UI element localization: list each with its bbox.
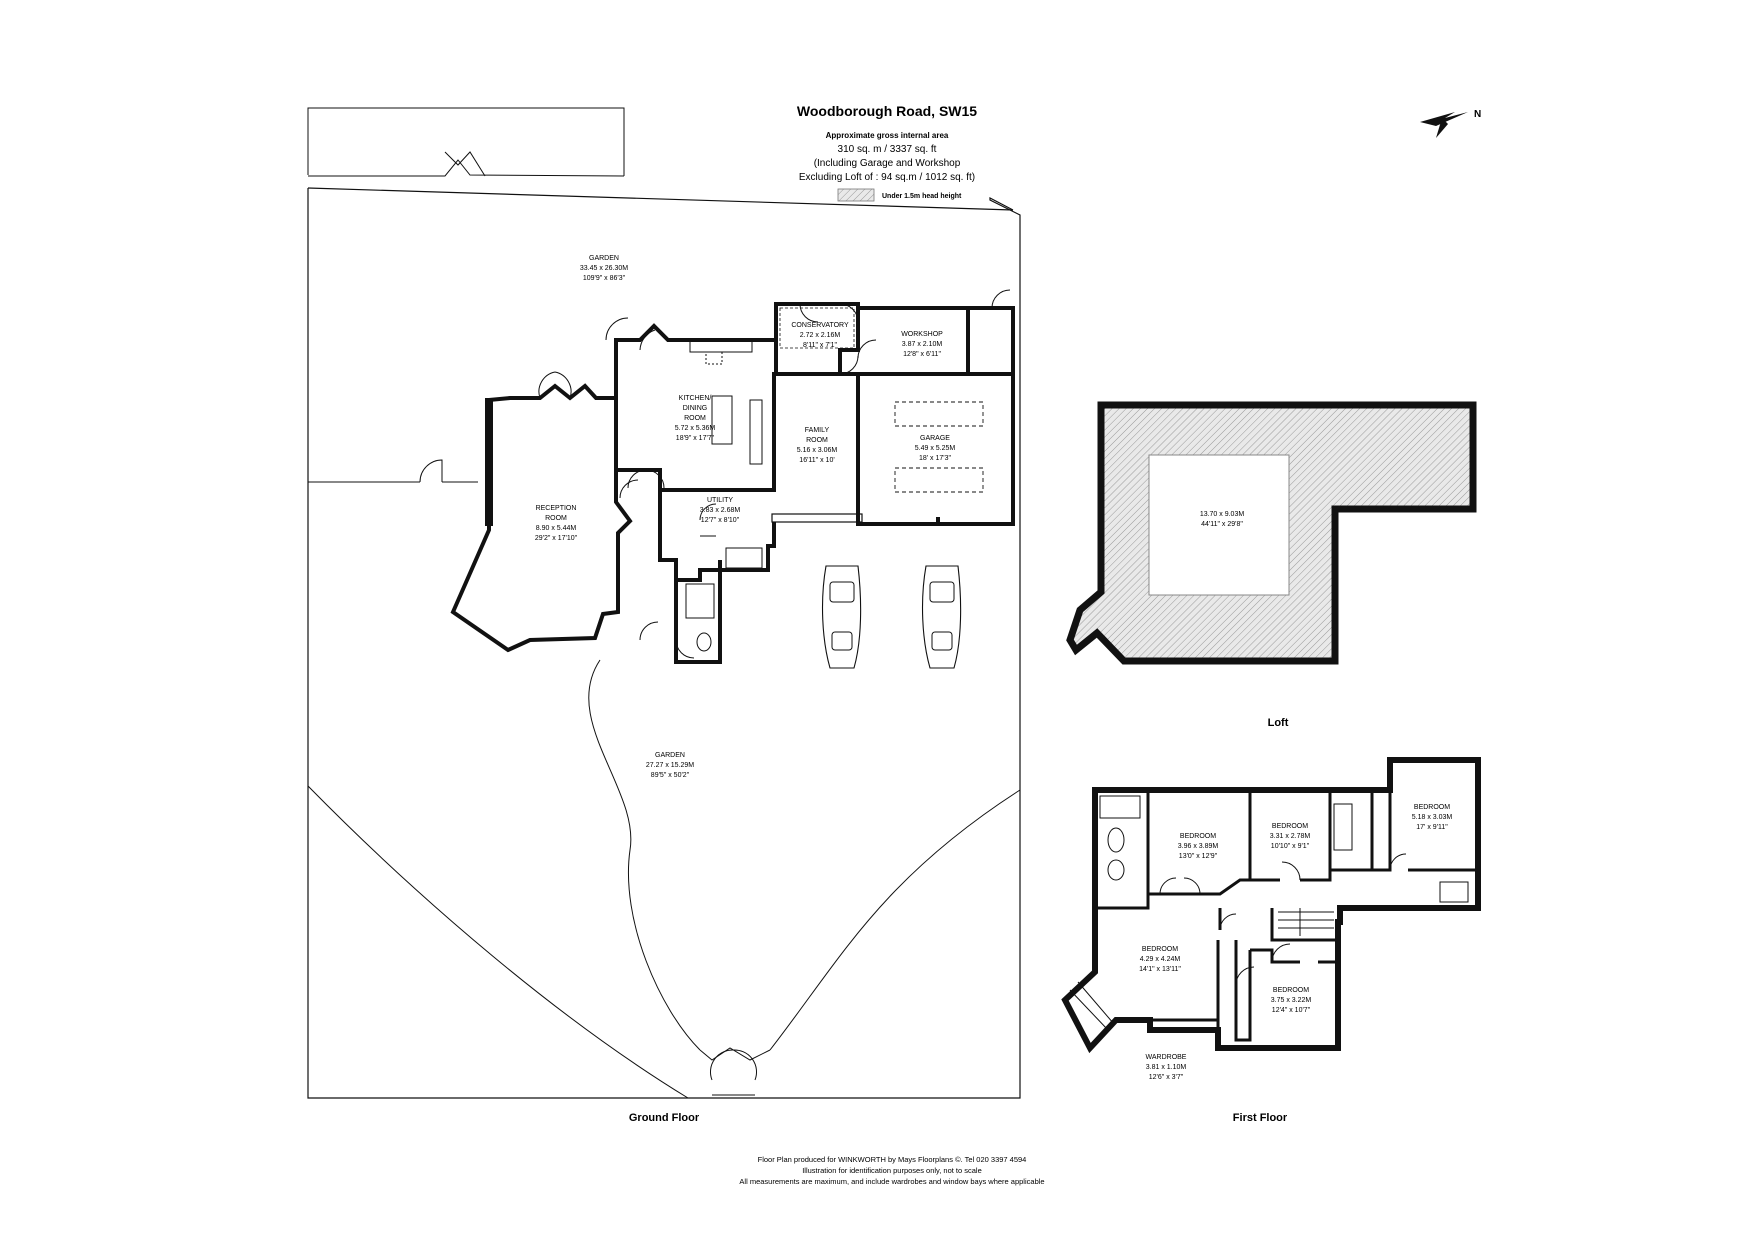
svg-text:KITCHEN/: KITCHEN/ <box>679 395 712 402</box>
plan-title: Woodborough Road, SW15 <box>797 103 977 119</box>
svg-text:8.90 x 5.44M: 8.90 x 5.44M <box>536 525 577 532</box>
svg-text:2.72 x 2.16M: 2.72 x 2.16M <box>800 332 841 339</box>
svg-text:ROOM: ROOM <box>684 415 706 422</box>
footer-line-2: Illustration for identification purposes… <box>802 1166 982 1175</box>
svg-text:27.27 x 15.29M: 27.27 x 15.29M <box>646 762 694 769</box>
svg-text:16'11" x 10': 16'11" x 10' <box>799 457 834 464</box>
svg-text:BEDROOM: BEDROOM <box>1273 987 1309 994</box>
loft-plan: 13.70 x 9.03M 44'11" x 29'8" <box>1066 401 1477 665</box>
svg-text:89'5" x 50'2": 89'5" x 50'2" <box>651 772 690 779</box>
room-label-bedroom-4: BEDROOM 4.29 x 4.24M 14'1" x 13'11" <box>1139 946 1181 973</box>
room-label-bedroom-1: BEDROOM 3.96 x 3.89M 13'0" x 12'9" <box>1178 833 1219 860</box>
area-subtitle: Approximate gross internal area <box>826 131 949 140</box>
hatch-key-label: Under 1.5m head height <box>882 193 962 200</box>
svg-text:GARAGE: GARAGE <box>920 435 950 442</box>
svg-text:12'4" x 10'7": 12'4" x 10'7" <box>1272 1007 1311 1014</box>
room-label-wardrobe: WARDROBE 3.81 x 1.10M 12'6" x 3'7" <box>1146 1054 1187 1081</box>
ground-floor-label: Ground Floor <box>629 1112 700 1124</box>
loft-label: Loft <box>1268 717 1289 729</box>
room-label-reception-room: RECEPTION ROOM 8.90 x 5.44M 29'2" x 17'1… <box>535 505 578 542</box>
room-label-garden-front: GARDEN 27.27 x 15.29M 89'5" x 50'2" <box>646 752 694 779</box>
svg-text:BEDROOM: BEDROOM <box>1180 833 1216 840</box>
footer-line-1: Floor Plan produced for WINKWORTH by May… <box>758 1155 1027 1164</box>
footer-line-3: All measurements are maximum, and includ… <box>739 1177 1044 1186</box>
room-label-bedroom-3: BEDROOM 5.18 x 3.03M 17' x 9'11" <box>1412 804 1453 831</box>
room-label-kitchen-dining: KITCHEN/ DINING ROOM 5.72 x 5.36M 18'9" … <box>675 395 716 442</box>
loft-size-metric: 13.70 x 9.03M <box>1200 511 1245 518</box>
svg-text:WORKSHOP: WORKSHOP <box>901 331 943 338</box>
svg-text:BEDROOM: BEDROOM <box>1142 946 1178 953</box>
hatch-key-swatch <box>837 188 875 202</box>
svg-text:18'9" x 17'7": 18'9" x 17'7" <box>676 435 715 442</box>
svg-text:4.29 x 4.24M: 4.29 x 4.24M <box>1140 956 1181 963</box>
first-floor-label: First Floor <box>1233 1112 1288 1124</box>
svg-text:29'2" x 17'10": 29'2" x 17'10" <box>535 535 578 542</box>
first-floor-labels: BEDROOM 3.96 x 3.89M 13'0" x 12'9" BEDRO… <box>1139 804 1452 1081</box>
svg-text:GARDEN: GARDEN <box>655 752 685 759</box>
svg-text:3.81 x 1.10M: 3.81 x 1.10M <box>1146 1064 1187 1071</box>
svg-text:5.49 x 5.25M: 5.49 x 5.25M <box>915 445 956 452</box>
svg-text:BEDROOM: BEDROOM <box>1414 804 1450 811</box>
room-label-garden-rear: GARDEN 33.45 x 26.30M 109'9" x 86'3" <box>580 255 628 282</box>
svg-text:WARDROBE: WARDROBE <box>1146 1054 1187 1061</box>
svg-text:BEDROOM: BEDROOM <box>1272 823 1308 830</box>
car-icon <box>921 565 962 669</box>
svg-text:14'1" x 13'11": 14'1" x 13'11" <box>1139 966 1181 973</box>
svg-text:3.83 x 2.68M: 3.83 x 2.68M <box>700 507 741 514</box>
room-label-workshop: WORKSHOP 3.87 x 2.10M 12'8" x 6'11" <box>901 331 943 358</box>
first-floor-plan <box>1061 757 1481 1054</box>
svg-text:18' x 17'3": 18' x 17'3" <box>919 455 952 462</box>
room-label-bedroom-5: BEDROOM 3.75 x 3.22M 12'4" x 10'7" <box>1271 987 1312 1014</box>
room-label-bedroom-2: BEDROOM 3.31 x 2.78M 10'10" x 9'1" <box>1270 823 1311 850</box>
svg-text:12'7" x 8'10": 12'7" x 8'10" <box>701 517 740 524</box>
car-icon <box>821 565 862 669</box>
svg-text:DINING: DINING <box>683 405 708 412</box>
area-line-2: (Including Garage and Workshop <box>814 158 961 169</box>
svg-text:8'11" x 7'1": 8'11" x 7'1" <box>803 342 837 349</box>
room-label-utility: UTILITY 3.83 x 2.68M 12'7" x 8'10" <box>700 497 741 524</box>
header: Woodborough Road, SW15 Approximate gross… <box>797 103 977 202</box>
svg-text:CONSERVATORY: CONSERVATORY <box>791 322 849 329</box>
svg-text:12'8" x 6'11": 12'8" x 6'11" <box>903 351 941 358</box>
room-label-family-room: FAMILY ROOM 5.16 x 3.06M 16'11" x 10' <box>797 427 838 464</box>
svg-text:3.75 x 3.22M: 3.75 x 3.22M <box>1271 997 1312 1004</box>
ground-floor-plan <box>307 107 1021 1099</box>
svg-text:12'6" x 3'7": 12'6" x 3'7" <box>1149 1074 1184 1081</box>
svg-text:13'0" x 12'9": 13'0" x 12'9" <box>1179 853 1218 860</box>
svg-text:5.18 x 3.03M: 5.18 x 3.03M <box>1412 814 1453 821</box>
svg-text:3.96 x 3.89M: 3.96 x 3.89M <box>1178 843 1219 850</box>
svg-text:109'9" x 86'3": 109'9" x 86'3" <box>583 275 626 282</box>
svg-text:ROOM: ROOM <box>545 515 567 522</box>
svg-text:FAMILY: FAMILY <box>805 427 830 434</box>
ground-floor-labels: GARDEN 33.45 x 26.30M 109'9" x 86'3" CON… <box>535 255 956 779</box>
svg-text:5.72 x 5.36M: 5.72 x 5.36M <box>675 425 716 432</box>
svg-text:RECEPTION: RECEPTION <box>536 505 577 512</box>
area-line-3: Excluding Loft of : 94 sq.m / 1012 sq. f… <box>799 172 975 183</box>
svg-text:ROOM: ROOM <box>806 437 828 444</box>
room-label-garage: GARAGE 5.49 x 5.25M 18' x 17'3" <box>915 435 956 462</box>
room-label-conservatory: CONSERVATORY 2.72 x 2.16M 8'11" x 7'1" <box>791 322 849 349</box>
svg-text:17' x 9'11": 17' x 9'11" <box>1416 824 1448 831</box>
svg-text:10'10" x 9'1": 10'10" x 9'1" <box>1271 843 1310 850</box>
compass-icon: N <box>1420 109 1481 138</box>
compass-north-label: N <box>1474 109 1481 120</box>
svg-text:3.87 x 2.10M: 3.87 x 2.10M <box>902 341 943 348</box>
svg-text:5.16 x 3.06M: 5.16 x 3.06M <box>797 447 838 454</box>
svg-text:GARDEN: GARDEN <box>589 255 619 262</box>
svg-text:33.45 x 26.30M: 33.45 x 26.30M <box>580 265 628 272</box>
area-line-1: 310 sq. m / 3337 sq. ft <box>838 144 937 155</box>
svg-text:UTILITY: UTILITY <box>707 497 733 504</box>
footer: Floor Plan produced for WINKWORTH by May… <box>739 1155 1044 1186</box>
loft-size-imperial: 44'11" x 29'8" <box>1201 521 1243 528</box>
svg-text:3.31 x 2.78M: 3.31 x 2.78M <box>1270 833 1311 840</box>
